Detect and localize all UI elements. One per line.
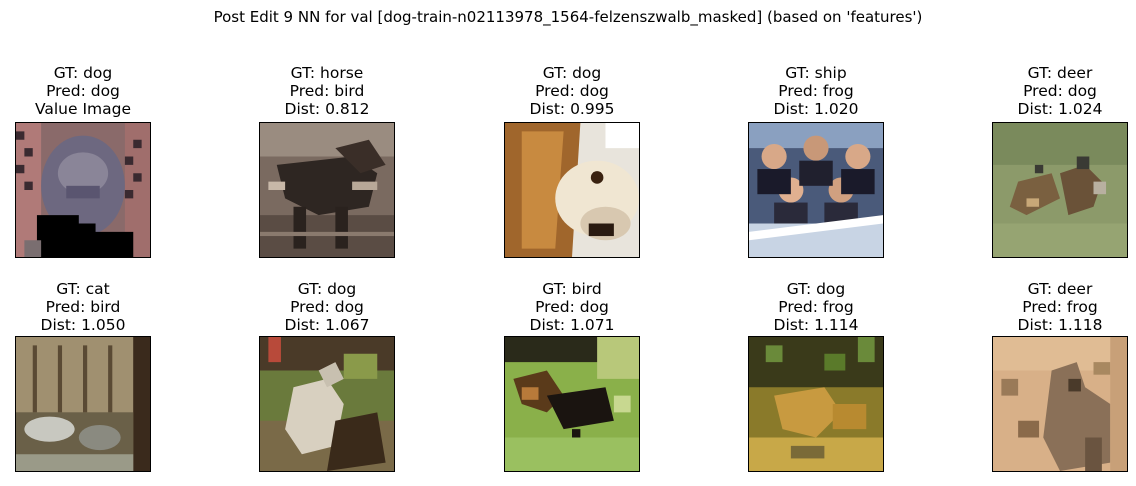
horse-image <box>259 122 395 258</box>
gt-label: GT: deer <box>1027 64 1093 82</box>
dist-label: Dist: 1.020 <box>773 100 859 118</box>
pred-label: Pred: dog <box>1023 82 1097 100</box>
gt-label: GT: dog <box>786 280 846 298</box>
panel-caption: GT: dog Pred: dog Dist: 1.067 <box>219 280 435 334</box>
pred-label: Pred: dog <box>46 82 120 100</box>
gt-label: GT: bird <box>542 280 602 298</box>
bird-grass-image <box>504 336 640 472</box>
gt-label: GT: ship <box>785 64 847 82</box>
deer-sand-image <box>992 336 1128 472</box>
gt-label: GT: horse <box>290 64 364 82</box>
dog-grass-image <box>259 336 395 472</box>
gt-label: GT: dog <box>542 64 602 82</box>
panel-caption: GT: dog Pred: dog Dist: 0.995 <box>464 64 680 118</box>
dist-label: Dist: 1.050 <box>40 316 126 334</box>
pred-label: Pred: frog <box>778 298 854 316</box>
boat-crowd-image <box>748 122 884 258</box>
panel-caption: GT: dog Pred: dog Value Image <box>0 64 191 118</box>
panel-caption: GT: horse Pred: bird Dist: 0.812 <box>219 64 435 118</box>
cat-window-image <box>15 336 151 472</box>
pred-label: Pred: bird <box>289 82 365 100</box>
panel-caption: GT: ship Pred: frog Dist: 1.020 <box>708 64 924 118</box>
value-image-label: Value Image <box>34 100 132 118</box>
dist-label: Dist: 1.071 <box>529 316 615 334</box>
dist-label: Dist: 1.024 <box>1017 100 1103 118</box>
dist-label: Dist: 1.114 <box>773 316 859 334</box>
dist-label: Dist: 1.067 <box>284 316 370 334</box>
deer-field-image <box>992 122 1128 258</box>
dist-label: Dist: 1.118 <box>1017 316 1103 334</box>
figure-title: Post Edit 9 NN for val [dog-train-n02113… <box>213 8 923 26</box>
dist-label: Dist: 0.995 <box>529 100 615 118</box>
gt-label: GT: cat <box>56 280 110 298</box>
gt-label: GT: dog <box>53 64 113 82</box>
pred-label: Pred: dog <box>535 82 609 100</box>
gt-label: GT: deer <box>1027 280 1093 298</box>
pred-label: Pred: bird <box>45 298 121 316</box>
pred-label: Pred: frog <box>1022 298 1098 316</box>
panel-caption: GT: dog Pred: frog Dist: 1.114 <box>708 280 924 334</box>
dog-face-image <box>504 122 640 258</box>
panel-caption: GT: deer Pred: dog Dist: 1.024 <box>952 64 1136 118</box>
panel-caption: GT: cat Pred: bird Dist: 1.050 <box>0 280 191 334</box>
pred-label: Pred: dog <box>535 298 609 316</box>
pred-label: Pred: dog <box>290 298 364 316</box>
panel-caption: GT: deer Pred: frog Dist: 1.118 <box>952 280 1136 334</box>
dog-leaves-image <box>748 336 884 472</box>
panel-caption: GT: bird Pred: dog Dist: 1.071 <box>464 280 680 334</box>
gt-label: GT: dog <box>297 280 357 298</box>
masked-dog-image <box>15 122 151 258</box>
dist-label: Dist: 0.812 <box>284 100 370 118</box>
pred-label: Pred: frog <box>778 82 854 100</box>
